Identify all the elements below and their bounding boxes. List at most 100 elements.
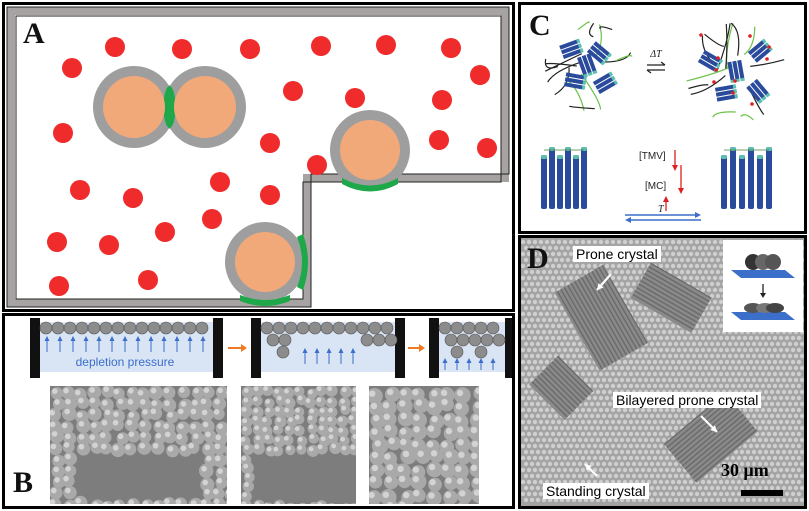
micro-particle [709, 353, 715, 359]
sem-sphere [272, 445, 284, 457]
micro-particle [526, 263, 532, 269]
micro-particle [574, 407, 580, 413]
sem-highlight [456, 389, 464, 397]
micro-particle [634, 359, 640, 365]
micro-particle [787, 389, 793, 395]
sem-highlight [92, 501, 99, 504]
micro-particle [559, 317, 565, 323]
rod-bundle [592, 71, 619, 95]
micro-particle [640, 311, 646, 317]
micro-particle [664, 467, 670, 473]
micro-particle [715, 341, 721, 347]
sem-highlight [431, 415, 438, 423]
sem-highlight [114, 500, 120, 504]
micro-particle [523, 257, 529, 263]
micro-particle [694, 335, 700, 341]
sem-highlight [139, 442, 146, 449]
micro-particle [556, 251, 562, 257]
micro-particle [547, 305, 553, 311]
micro-particle [649, 485, 655, 491]
sem-highlight [178, 408, 184, 415]
sem-highlight [273, 446, 279, 452]
micro-particle [532, 239, 538, 245]
sem-highlight [474, 401, 479, 409]
sem-highlight [295, 407, 300, 413]
micro-particle [637, 305, 643, 311]
micro-particle [631, 305, 637, 311]
domain-stripe [648, 266, 710, 303]
micro-particle [793, 461, 799, 467]
micro-particle [577, 341, 583, 347]
micro-particle [580, 467, 586, 473]
rod-tip [761, 38, 767, 44]
micro-particle [760, 419, 766, 425]
micro-particle [598, 395, 604, 401]
micro-particle [718, 275, 724, 281]
sem-sphere [61, 406, 77, 422]
micro-particle [601, 461, 607, 467]
micro-particle [637, 437, 643, 443]
red-marker [748, 34, 752, 38]
micro-particle [793, 377, 799, 383]
micro-particle [772, 335, 778, 341]
micro-particle [592, 443, 598, 449]
domain-stripe [684, 417, 747, 470]
sem-highlight [327, 386, 333, 392]
micro-particle [691, 245, 697, 251]
micro-particle [544, 299, 550, 305]
micro-particle [778, 455, 784, 461]
micro-particle [661, 353, 667, 359]
micro-particle [550, 239, 556, 245]
polymer-chain [725, 23, 728, 69]
sem-highlight [475, 387, 479, 395]
micro-particle [658, 491, 664, 497]
micro-particle [568, 419, 574, 425]
sem-highlight [455, 403, 463, 410]
micro-particle [718, 467, 724, 473]
micro-particle [679, 329, 685, 335]
micro-particle [628, 431, 634, 437]
micro-particle [535, 293, 541, 299]
micro-particle [544, 419, 550, 425]
micro-particle [775, 377, 781, 383]
micro-particle [706, 479, 712, 485]
micro-particle [667, 485, 673, 491]
micro-particle [592, 263, 598, 269]
depletant-particle [376, 35, 396, 55]
micro-particle [544, 251, 550, 257]
micro-particle [775, 449, 781, 455]
micro-particle [649, 449, 655, 455]
micro-particle [673, 269, 679, 275]
micro-particle [682, 491, 688, 497]
sem-highlight [385, 476, 392, 483]
sem-highlight [442, 464, 449, 471]
micro-particle [544, 467, 550, 473]
sem-highlight [458, 451, 465, 459]
micro-particle [598, 455, 604, 461]
micro-particle [778, 431, 784, 437]
micro-particle [712, 239, 718, 245]
sem-highlight [459, 490, 466, 497]
micro-particle [790, 335, 796, 341]
micro-particle [754, 479, 760, 485]
micro-particle [670, 263, 676, 269]
label-prone-crystal: Prone crystal [573, 246, 661, 262]
micro-particle [703, 497, 709, 503]
sem-sphere [453, 401, 469, 417]
micro-particle [766, 455, 772, 461]
rod-tip [740, 77, 745, 82]
sem-highlight [152, 442, 159, 449]
micro-particle [670, 371, 676, 377]
rod [595, 76, 615, 90]
micro-particle [664, 431, 670, 437]
micro-particle [553, 449, 559, 455]
depletant-particle [240, 39, 260, 59]
micro-particle [640, 443, 646, 449]
micro-particle [521, 419, 526, 425]
micro-particle [577, 353, 583, 359]
sem-highlight [150, 408, 157, 415]
micro-particle [595, 449, 601, 455]
micro-particle [757, 341, 763, 347]
domain-stripe [646, 269, 708, 306]
micro-particle [521, 455, 526, 461]
